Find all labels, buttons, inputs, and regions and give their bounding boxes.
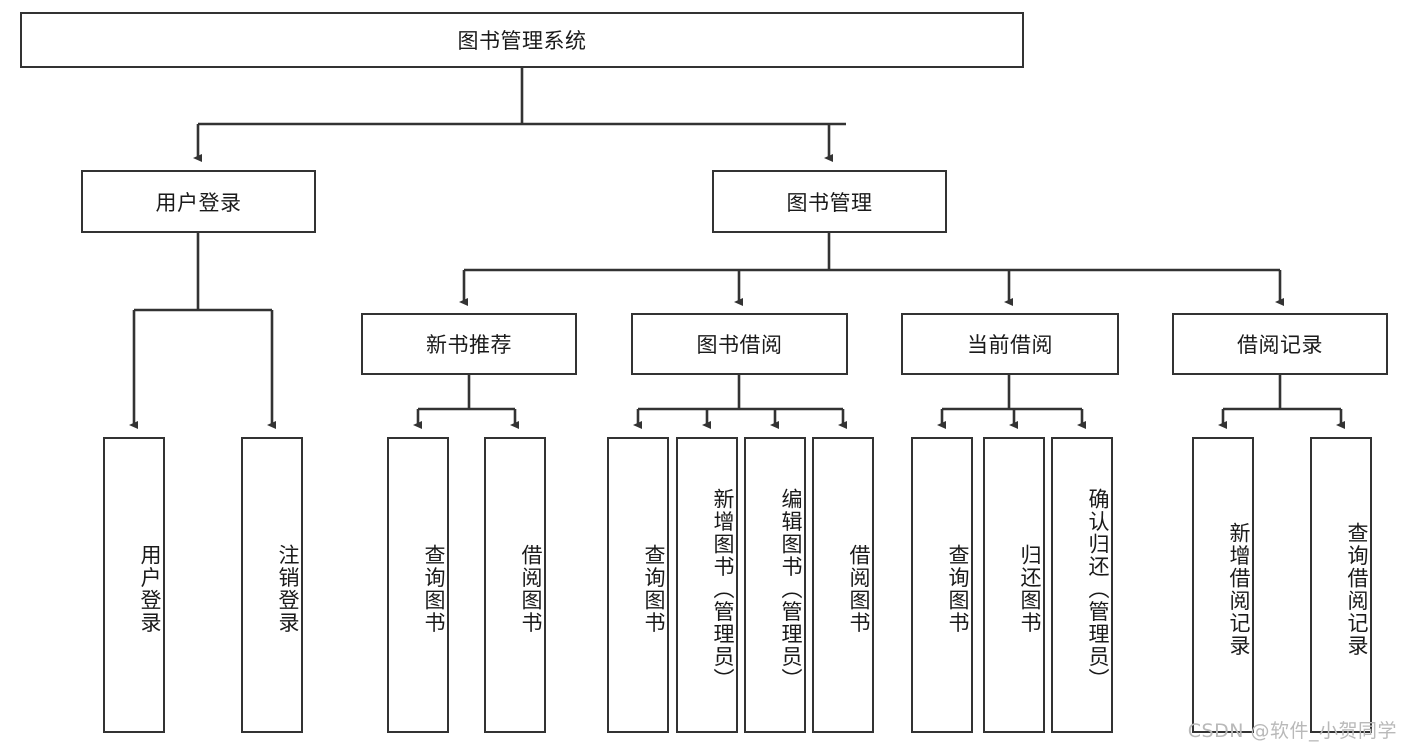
node-user-login[interactable]: 用户登录 [81, 170, 316, 233]
leaf-edit-book[interactable]: 编辑图书（管理员） [744, 437, 806, 733]
leaf-return-book-label: 归还图书 [1018, 544, 1042, 634]
leaf-query-book-3-label: 查询图书 [946, 544, 970, 634]
node-book-borrow-label: 图书借阅 [696, 333, 783, 357]
node-new-book-rec[interactable]: 新书推荐 [361, 313, 577, 375]
leaf-borrow-book-1[interactable]: 借阅图书 [484, 437, 546, 733]
leaf-add-book[interactable]: 新增图书（管理员） [676, 437, 738, 733]
leaf-user-login-label: 用户登录 [138, 544, 162, 634]
node-root-label: 图书管理系统 [457, 29, 587, 53]
leaf-edit-book-label: 编辑图书（管理员） [779, 487, 803, 691]
leaf-add-record[interactable]: 新增借阅记录 [1192, 437, 1254, 733]
leaf-query-book-3[interactable]: 查询图书 [911, 437, 973, 733]
csdn-watermark: CSDN @软件_小贺同学 [1187, 720, 1397, 742]
leaf-confirm-return-label: 确认归还（管理员） [1086, 487, 1110, 691]
node-root[interactable]: 图书管理系统 [20, 12, 1024, 68]
leaf-query-book-1[interactable]: 查询图书 [387, 437, 449, 733]
leaf-query-record-label: 查询借阅记录 [1345, 521, 1369, 657]
leaf-query-book-2-label: 查询图书 [642, 544, 666, 634]
leaf-query-book-2[interactable]: 查询图书 [607, 437, 669, 733]
node-current-borrow[interactable]: 当前借阅 [901, 313, 1119, 375]
leaf-borrow-book-1-label: 借阅图书 [519, 544, 543, 634]
node-book-manage-label: 图书管理 [786, 190, 873, 215]
leaf-user-logout[interactable]: 注销登录 [241, 437, 303, 733]
leaf-query-record[interactable]: 查询借阅记录 [1310, 437, 1372, 733]
node-borrow-record[interactable]: 借阅记录 [1172, 313, 1388, 375]
node-user-login-label: 用户登录 [155, 190, 242, 215]
leaf-add-record-label: 新增借阅记录 [1227, 521, 1251, 657]
leaf-user-login[interactable]: 用户登录 [103, 437, 165, 733]
leaf-confirm-return[interactable]: 确认归还（管理员） [1051, 437, 1113, 733]
node-current-borrow-label: 当前借阅 [967, 333, 1053, 357]
leaf-borrow-book-2[interactable]: 借阅图书 [812, 437, 874, 733]
leaf-user-logout-label: 注销登录 [276, 544, 300, 634]
node-new-book-rec-label: 新书推荐 [426, 333, 512, 357]
leaf-borrow-book-2-label: 借阅图书 [847, 544, 871, 634]
leaf-add-book-label: 新增图书（管理员） [711, 487, 735, 691]
node-book-manage[interactable]: 图书管理 [712, 170, 947, 233]
node-book-borrow[interactable]: 图书借阅 [631, 313, 848, 375]
node-borrow-record-label: 借阅记录 [1237, 333, 1323, 357]
leaf-query-book-1-label: 查询图书 [422, 544, 446, 634]
leaf-return-book[interactable]: 归还图书 [983, 437, 1045, 733]
